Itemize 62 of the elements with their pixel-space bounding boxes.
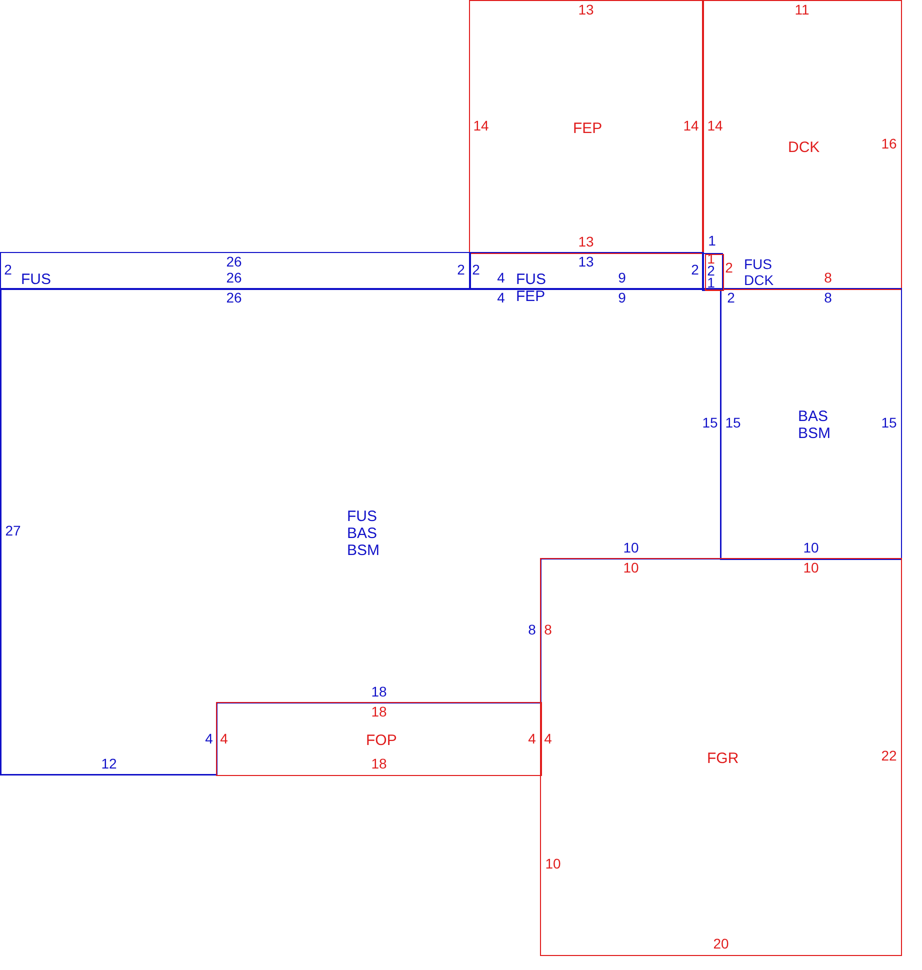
room-area	[702, 0, 902, 290]
dimension-label: 12	[101, 756, 117, 772]
dimension-label: 2	[727, 290, 735, 306]
dimension-label: 9	[618, 290, 626, 306]
room-area	[540, 558, 902, 956]
dimension-label: 8	[544, 622, 552, 638]
dimension-label: 18	[371, 684, 387, 700]
dimension-label: 4	[544, 732, 552, 746]
dimension-label: 13	[578, 254, 594, 270]
dimension-label: 14	[683, 118, 699, 134]
room-label: FUS DCK	[744, 256, 774, 288]
dimension-label: 1	[707, 276, 715, 290]
room-label: FUS FEP	[516, 271, 546, 305]
room-label: DCK	[788, 139, 820, 156]
dimension-label: 2	[472, 262, 480, 278]
dimension-label: 2	[707, 264, 715, 278]
dimension-label: 10	[545, 856, 561, 872]
room-label: FGR	[707, 750, 739, 767]
dimension-label: 8	[528, 622, 536, 638]
dimension-label: 4	[497, 290, 505, 306]
dimension-label: 9	[618, 270, 626, 286]
room-area	[216, 702, 542, 776]
room-area	[720, 288, 902, 560]
dimension-label: 14	[707, 118, 723, 134]
dimension-label: 4	[220, 732, 228, 746]
room-label: BAS BSM	[798, 408, 830, 442]
dimension-label: 13	[578, 2, 594, 18]
dimension-label: 8	[824, 290, 832, 306]
dimension-label: 26	[226, 254, 242, 270]
room-area	[469, 0, 704, 254]
dimension-label: 10	[623, 540, 639, 556]
dimension-label: 27	[5, 524, 21, 538]
dimension-label: 20	[713, 936, 729, 952]
dimension-label: 13	[578, 234, 594, 250]
dimension-label: 8	[824, 270, 832, 286]
dimension-label: 10	[803, 540, 819, 556]
room-label: FUS BAS BSM	[347, 508, 380, 559]
dimension-label: 22	[881, 748, 897, 764]
room-label: FOP	[366, 732, 397, 749]
dimension-label: 4	[528, 732, 536, 746]
dimension-label: 26	[226, 290, 242, 306]
room-area	[0, 252, 470, 290]
dimension-label: 18	[371, 756, 387, 772]
dimension-label: 10	[803, 560, 819, 576]
dimension-label: 10	[623, 560, 639, 576]
dimension-label: 18	[371, 704, 387, 720]
dimension-label: 1	[708, 234, 716, 248]
dimension-label: 2	[457, 262, 465, 278]
dimension-label: 2	[4, 262, 12, 278]
room-label: FEP	[573, 120, 602, 137]
dimension-label: 4	[497, 270, 505, 286]
dimension-label: 15	[881, 416, 897, 430]
dimension-label: 11	[794, 2, 810, 18]
dimension-label: 4	[205, 732, 213, 746]
dimension-label: 15	[702, 416, 718, 430]
room-label: FUS	[21, 271, 51, 288]
dimension-label: 16	[881, 136, 897, 152]
dimension-label: 15	[725, 416, 741, 430]
dimension-label: 2	[691, 262, 699, 278]
dimension-label: 14	[473, 118, 489, 134]
dimension-label: 2	[725, 260, 733, 276]
dimension-label: 26	[226, 270, 242, 286]
